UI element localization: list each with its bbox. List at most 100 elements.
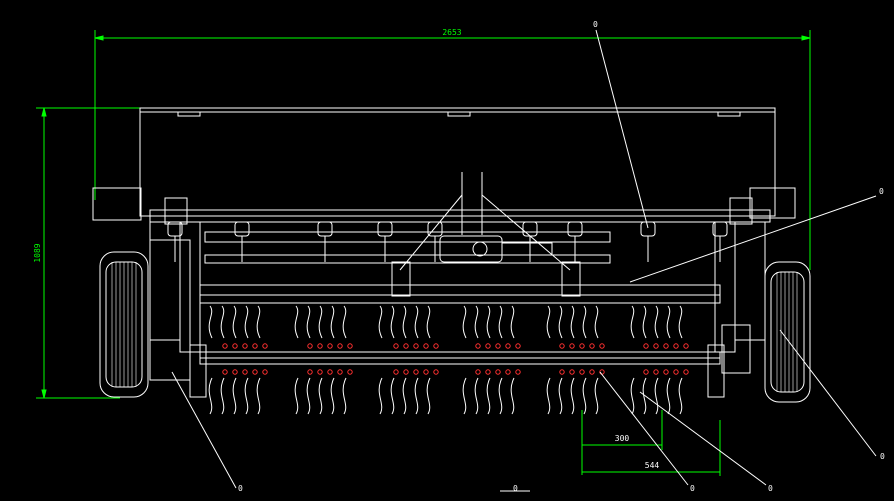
dimension-overall-height: 1089 [33,243,42,262]
flange-bolt-top-3 [403,343,409,349]
flange-bolt-bottom-6 [673,369,679,375]
flange-bolt-top-1 [262,343,268,349]
flange-bolt-bottom-4 [485,369,491,375]
balloon-right-lower: 0 [880,452,885,461]
upper-tine-4 [498,305,503,339]
upper-tine-1 [208,305,213,339]
leader-bottom-left [171,371,237,489]
flange-bolt-top-4 [495,343,501,349]
flange-bolt-top-2 [337,343,343,349]
hitch-brace-left [399,194,463,271]
lower-tine-3 [414,377,419,415]
lower-tine-6 [654,377,659,415]
flange-bolt-bottom-5 [559,369,565,375]
width-arrow-left [94,35,104,41]
dimension-tine-offset: 544 [645,461,660,470]
lower-tine-1 [244,377,249,415]
flange-bolt-bottom-3 [433,369,439,375]
flange-bolt-top-5 [569,343,575,349]
upper-tine-2 [342,305,347,339]
seed-outlet-6 [522,221,538,237]
right-side-plate [714,221,736,353]
lower-tine-4 [462,377,467,415]
flange-bolt-top-1 [222,343,228,349]
lower-tine-4 [498,377,503,415]
flange-bolt-top-6 [643,343,649,349]
leader-bottom-mid-right [599,371,689,486]
upper-tine-3 [378,305,383,339]
upper-tine-2 [306,305,311,339]
upper-cross-beam [204,231,611,243]
lower-tine-4 [486,377,491,415]
flange-bolt-top-4 [485,343,491,349]
left-frame-bracket [164,197,188,225]
balloon-top-right: 0 [593,20,598,29]
flange-bolt-top-6 [663,343,669,349]
lower-tine-5 [582,377,587,415]
upper-tine-2 [318,305,323,339]
flange-bolt-bottom-4 [505,369,511,375]
flange-bolt-row [222,343,689,375]
flange-bolt-bottom-6 [653,369,659,375]
upper-tine-1 [220,305,225,339]
seed-outlet-4 [377,221,393,237]
upper-tine-1 [244,305,249,339]
seed-outlet-2 [234,221,250,237]
upper-tine-5 [558,305,563,339]
upper-tine-3 [402,305,407,339]
lower-tine-2 [342,377,347,415]
flange-bolt-bottom-6 [683,369,689,375]
flange-bolt-top-2 [307,343,313,349]
flange-bolt-top-3 [413,343,419,349]
right-wheel-hub [721,324,751,374]
flange-bolt-bottom-4 [475,369,481,375]
upper-tine-5 [582,305,587,339]
seed-outlet-7 [567,221,583,237]
lower-tine-3 [426,377,431,415]
pto-shaft [501,242,553,256]
flange-bolt-bottom-2 [327,369,333,375]
flange-bolt-bottom-6 [663,369,669,375]
leader-top-right [595,29,649,229]
flange-bolt-bottom-3 [403,369,409,375]
lower-tine-3 [378,377,383,415]
seed-outlet-8 [640,221,656,237]
upper-tine-4 [510,305,515,339]
flange-bolt-bottom-1 [252,369,258,375]
balloon-right-upper: 0 [879,187,884,196]
upper-tine-4 [486,305,491,339]
left-wheel [99,251,149,398]
balloons: 0 0 0 0 0 0 0 [238,20,885,493]
leader-lines [171,29,877,492]
flange-bolt-bottom-2 [307,369,313,375]
dimension-tine-spacing: 300 [615,434,630,443]
lower-tine-6 [666,377,671,415]
right-frame-bracket [729,197,753,225]
flange-bolt-bottom-1 [242,369,248,375]
flange-bolt-top-1 [242,343,248,349]
flange-bolt-bottom-5 [569,369,575,375]
wheel-tread-lines [111,262,798,392]
left-hitch-pin-block [391,261,411,297]
width-arrow-right [801,35,811,41]
flange-bolt-top-2 [317,343,323,349]
flange-bolt-bottom-4 [495,369,501,375]
dimension-lines [36,30,811,476]
lower-tine-1 [220,377,225,415]
machine-body [92,107,811,403]
flange-bolt-bottom-2 [347,369,353,375]
lower-tine-1 [208,377,213,415]
gearbox-input-shaft [472,241,488,257]
flange-bolt-bottom-3 [413,369,419,375]
flange-bolt-top-4 [515,343,521,349]
seed-tube-row [167,221,728,262]
lower-tine-3 [402,377,407,415]
flange-bolt-top-4 [475,343,481,349]
left-drive-box [92,187,142,221]
balloon-bottom-left: 0 [238,484,243,493]
flange-bolt-bottom-1 [232,369,238,375]
flange-bolt-top-2 [327,343,333,349]
flange-bolt-bottom-3 [393,369,399,375]
